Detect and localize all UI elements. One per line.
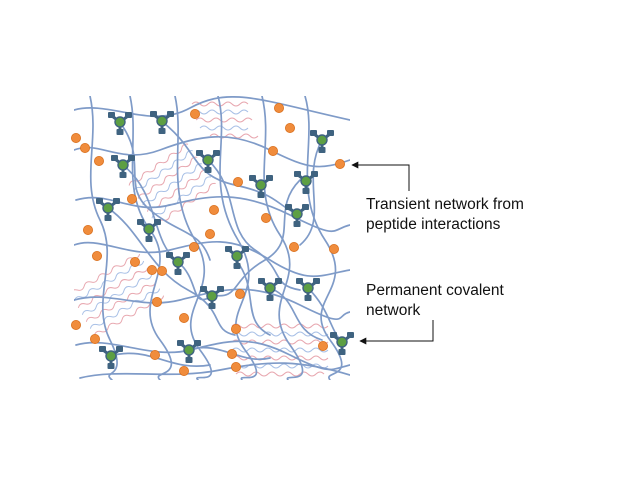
orange-bead-icon xyxy=(226,348,237,359)
orange-bead-icon xyxy=(230,323,241,334)
trifunctional-crosslinker-icon xyxy=(328,330,356,357)
orange-bead-icon xyxy=(156,265,167,276)
peptide-cluster-left xyxy=(74,253,165,336)
orange-bead-icon xyxy=(83,224,94,235)
peptide-cluster-top xyxy=(191,101,259,139)
orange-bead-icon xyxy=(127,193,138,204)
trifunctional-crosslinker-icon xyxy=(308,128,336,155)
orange-bead-icon xyxy=(94,155,105,166)
orange-bead-icon xyxy=(146,264,157,275)
network-nodes xyxy=(71,103,345,376)
transient-network-label: Transient network from peptide interacti… xyxy=(366,195,524,235)
peptide-cluster-middle xyxy=(128,143,216,225)
permanent-network-label: Permanent covalent network xyxy=(366,281,504,321)
permanent-network-label-line-1: Permanent covalent xyxy=(366,282,504,299)
orange-bead-icon xyxy=(284,123,295,134)
orange-bead-icon xyxy=(260,212,271,223)
orange-bead-icon xyxy=(178,312,189,323)
transient-network-label-line-1: Transient network from xyxy=(366,196,524,213)
covalent-network-strands xyxy=(74,96,350,380)
orange-bead-icon xyxy=(189,109,200,120)
trifunctional-crosslinker-icon xyxy=(256,276,284,303)
trifunctional-crosslinker-icon xyxy=(283,202,311,229)
orange-bead-icon xyxy=(71,319,82,330)
orange-bead-icon xyxy=(317,340,328,351)
orange-bead-icon xyxy=(288,241,299,252)
orange-bead-icon xyxy=(204,228,215,239)
trifunctional-crosslinker-icon xyxy=(135,217,163,244)
orange-bead-icon xyxy=(267,145,278,156)
orange-bead-icon xyxy=(328,243,339,254)
transient-network-label-line-2: peptide interactions xyxy=(366,216,501,233)
orange-bead-icon xyxy=(92,250,103,261)
orange-bead-icon xyxy=(208,204,219,215)
orange-bead-icon xyxy=(234,288,245,299)
orange-bead-icon xyxy=(71,132,82,143)
orange-bead-icon xyxy=(273,103,284,114)
trifunctional-crosslinker-icon xyxy=(109,153,137,180)
trifunctional-crosslinker-icon xyxy=(198,284,226,311)
orange-bead-icon xyxy=(232,176,243,187)
permanent-network-label-line-2: network xyxy=(366,302,421,319)
trifunctional-crosslinker-icon xyxy=(106,110,134,137)
orange-bead-icon xyxy=(230,361,241,372)
trifunctional-crosslinker-icon xyxy=(148,109,176,136)
trifunctional-crosslinker-icon xyxy=(97,344,125,371)
orange-bead-icon xyxy=(80,142,91,153)
orange-bead-icon xyxy=(90,333,101,344)
callout-arrows xyxy=(351,161,434,345)
arrow-left-icon xyxy=(359,320,434,345)
orange-bead-icon xyxy=(178,365,189,376)
orange-bead-icon xyxy=(149,349,160,360)
orange-bead-icon xyxy=(151,296,162,307)
arrow-left-icon xyxy=(351,161,410,191)
orange-bead-icon xyxy=(334,158,345,169)
orange-bead-icon xyxy=(188,241,199,252)
orange-bead-icon xyxy=(129,256,140,267)
trifunctional-crosslinker-icon xyxy=(247,173,275,200)
